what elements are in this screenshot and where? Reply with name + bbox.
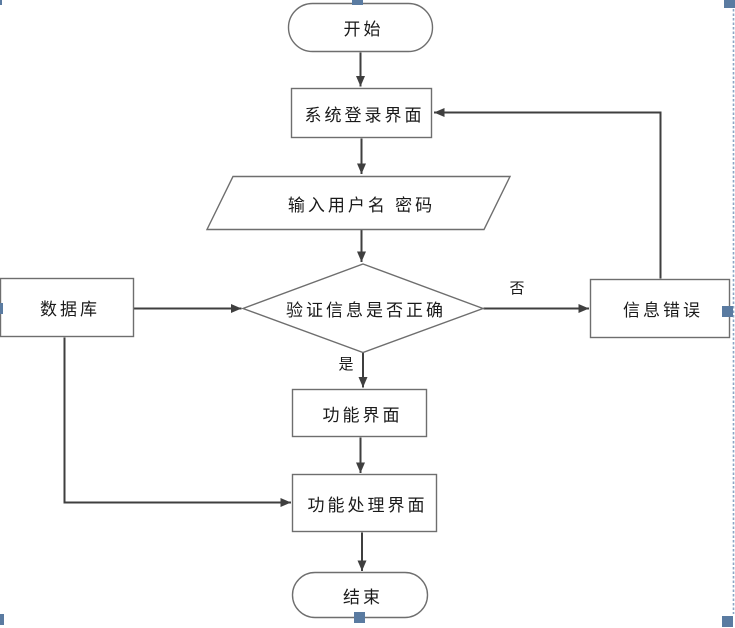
login-screen-label[interactable]: 系统登录界面: [304, 105, 425, 125]
selection-handle-bottom-right[interactable]: [722, 616, 733, 627]
shapes: [0, 2, 731, 619]
function-process-screen-shape[interactable]: [291, 473, 438, 533]
input-credentials-parallelogram-shape[interactable]: [205, 175, 512, 231]
database-shape[interactable]: [0, 277, 135, 338]
start-label[interactable]: 开始: [343, 20, 384, 39]
selection-handle-bottom-left[interactable]: [0, 614, 4, 625]
selection-handle-top-center[interactable]: [352, 0, 363, 5]
info-error-label[interactable]: 信息错误: [623, 301, 703, 320]
verify-info-diamond-shape[interactable]: [240, 263, 486, 354]
selection-handle-middle-right[interactable]: [722, 306, 733, 317]
login-screen-shape[interactable]: [290, 87, 433, 139]
edge-error-login[interactable]: [434, 108, 662, 279]
connectors: [63, 52, 662, 571]
selection-handle-top-left[interactable]: [0, 0, 2, 5]
selection-handle-bottom-center[interactable]: [354, 612, 365, 623]
database-label[interactable]: 数据库: [40, 300, 100, 319]
function-screen-shape[interactable]: [291, 388, 428, 438]
info-error-shape[interactable]: [589, 278, 731, 339]
selection-handle-top-right[interactable]: [724, 0, 735, 8]
edge-label-no[interactable]: 否: [509, 280, 525, 297]
end-label[interactable]: 结束: [343, 587, 383, 607]
input-credentials-label[interactable]: 输入用户名 密码: [287, 195, 436, 215]
edge-label-yes[interactable]: 是: [338, 356, 354, 373]
function-process-screen-label[interactable]: 功能处理界面: [307, 495, 428, 515]
edge-database-process[interactable]: [63, 337, 292, 507]
verify-info-label[interactable]: 验证信息是否正确: [286, 300, 446, 320]
function-screen-label[interactable]: 功能界面: [322, 405, 403, 425]
selection-handle-middle-left[interactable]: [0, 303, 3, 314]
